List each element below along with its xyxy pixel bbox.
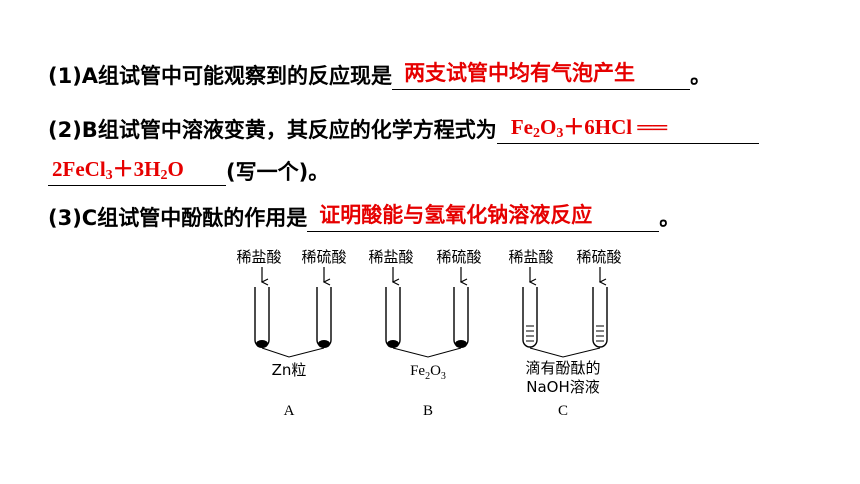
reagent-label-a1: 稀盐酸 [236,248,281,266]
answer-2-fecl: 2FeCl [52,157,106,181]
answer-2-o: O [539,115,557,139]
reagent-label-b1: 稀盐酸 [368,248,413,266]
substance-label-b: Fe2O3 [410,363,446,382]
arrows [262,267,600,282]
answer-3: 证明酸能与氢氧化钠溶液反应 [319,203,593,227]
reagent-label-c1: 稀盐酸 [508,248,553,266]
group-letter-b: B [423,403,433,419]
answer-2-sub-1: 2 [532,126,540,141]
answer-2-line-2: 2FeCl3＋3H2O [52,155,184,183]
answer-blank-1: 两支试管中均有气泡产生 [392,61,691,90]
answer-blank-3: 证明酸能与氢氧化钠溶液反应 [307,203,660,232]
answer-blank-2a: Fe2O3＋6HCl ══ [496,115,759,144]
answer-1: 两支试管中均有气泡产生 [404,61,636,85]
substance-label-c-line2: NaOH溶液 [526,378,600,396]
fe2o3-powder-1 [387,340,399,348]
answer-2-mid: ＋3H [112,157,161,181]
question-2-prefix: (2)B组试管中溶液变黄，其反应的化学方程式为 [48,118,497,142]
test-tube-b2 [453,287,469,348]
question-1-prefix: (1)A组试管中可能观察到的反应现是 [48,64,393,88]
fe2o3-powder-2 [455,340,467,348]
reagent-label-c2: 稀硫酸 [576,248,621,266]
question-2-continued: 2FeCl3＋3H2O (写一个)。 [48,157,330,186]
substance-label-c-line1: 滴有酚酞的 [525,359,600,377]
zn-granule-1 [256,340,268,348]
answer-2-rest: ＋6HCl ══ [563,115,668,139]
question-2-suffix: (写一个)。 [226,160,330,184]
test-tube-c2 [592,287,608,348]
question-3-suffix: 。 [659,206,681,230]
solid-samples [256,340,467,348]
question-3: (3)C组试管中酚酞的作用是证明酸能与氢氧化钠溶液反应 。 [48,203,681,232]
answer-2-sub-2: 3 [556,126,564,141]
question-3-prefix: (3)C组试管中酚酞的作用是 [48,206,308,230]
test-tube-a1 [254,287,270,348]
reagent-label-b2: 稀硫酸 [436,248,481,266]
answer-2-line-1: Fe2O3＋6HCl ══ [511,113,667,141]
group-letter-a: A [284,403,295,419]
liquid-c [526,325,604,342]
question-1: (1)A组试管中可能观察到的反应现是两支试管中均有气泡产生 。 [48,61,712,90]
test-tube-b1 [385,287,401,348]
test-tubes [254,287,608,348]
answer-2-o2: O [167,157,184,181]
reagent-label-a2: 稀硫酸 [301,248,346,266]
question-1-suffix: 。 [690,64,712,88]
test-tube-c1 [522,287,538,348]
group-letter-c: C [558,403,568,419]
answer-2-sub-4: 2 [160,168,168,183]
answer-2-sub-3: 3 [105,168,113,183]
question-2: (2)B组试管中溶液变黄，其反应的化学方程式为 Fe2O3＋6HCl ══ [48,115,759,144]
test-tube-a2 [316,287,332,348]
zn-granule-2 [318,340,330,348]
leader-lines [261,347,601,358]
answer-blank-2b: 2FeCl3＋3H2O [48,157,226,186]
answer-2-fe: Fe [510,115,533,139]
substance-label-a: Zn粒 [272,361,307,379]
